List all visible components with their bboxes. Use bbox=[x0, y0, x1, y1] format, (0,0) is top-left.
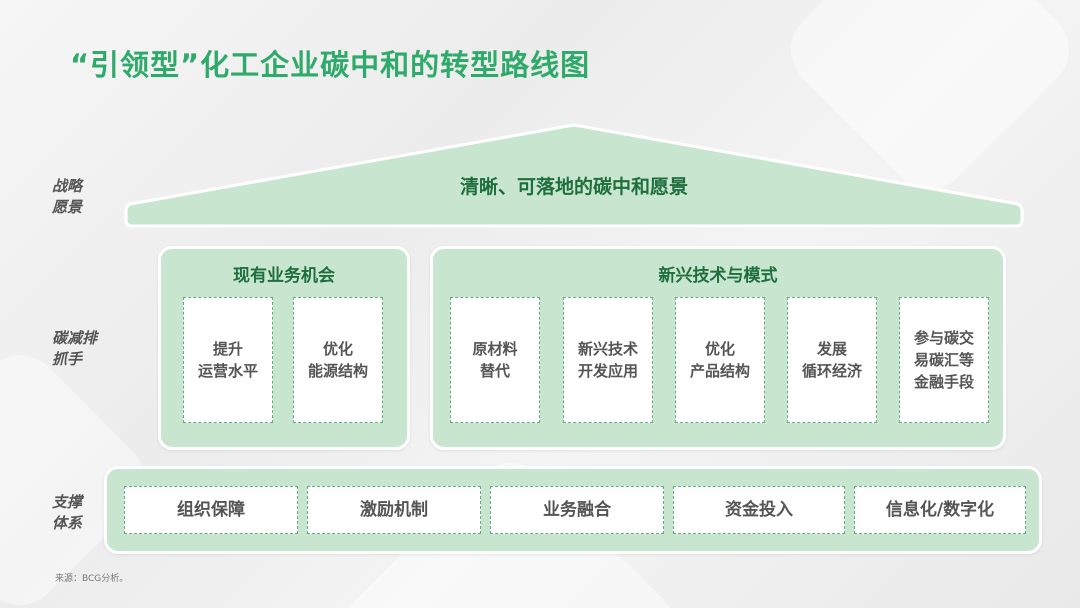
card-text: 信息化/数字化 bbox=[885, 500, 995, 520]
label-carbon-levers: 碳减排 抓手 bbox=[52, 328, 112, 370]
card-text: 提升 运营水平 bbox=[197, 340, 258, 380]
card-text: 新兴技术 开发应用 bbox=[577, 340, 638, 380]
card-raw-material: 原材料 替代 bbox=[450, 297, 540, 423]
card-text: 参与碳交 易碳汇等 金融手段 bbox=[913, 329, 974, 391]
card-text: 组织保障 bbox=[177, 500, 245, 520]
card-text: 原材料 替代 bbox=[472, 340, 518, 380]
card-text: 激励机制 bbox=[360, 500, 428, 520]
label-text: 支撑 体系 bbox=[52, 493, 83, 532]
card-text: 优化 产品结构 bbox=[689, 340, 750, 380]
panel-title: 现有业务机会 bbox=[233, 266, 335, 286]
card-text: 发展 循环经济 bbox=[801, 340, 862, 380]
card-funding: 资金投入 bbox=[673, 486, 845, 534]
strategic-vision-text: 清晰、可落地的碳中和愿景 bbox=[459, 176, 688, 198]
card-energy-structure: 优化 能源结构 bbox=[293, 297, 383, 423]
card-circular-economy: 发展 循环经济 bbox=[787, 297, 877, 423]
card-product-structure: 优化 产品结构 bbox=[675, 297, 765, 423]
card-incentive: 激励机制 bbox=[307, 486, 481, 534]
card-organization: 组织保障 bbox=[124, 486, 298, 534]
label-text: 碳减排 抓手 bbox=[52, 329, 98, 368]
card-business-integration: 业务融合 bbox=[490, 486, 664, 534]
label-support-system: 支撑 体系 bbox=[52, 492, 112, 534]
card-operations: 提升 运营水平 bbox=[183, 297, 273, 423]
card-carbon-finance: 参与碳交 易碳汇等 金融手段 bbox=[899, 297, 989, 423]
label-strategic-vision: 战略 愿景 bbox=[52, 176, 112, 218]
page-title: “引领型”化工企业碳中和的转型路线图 bbox=[70, 48, 591, 82]
label-text: 战略 愿景 bbox=[52, 177, 83, 216]
card-text: 业务融合 bbox=[543, 500, 611, 520]
card-new-tech: 新兴技术 开发应用 bbox=[563, 297, 653, 423]
roof-strategic-vision bbox=[124, 123, 1024, 228]
source-note: 来源：BCG分析。 bbox=[55, 574, 129, 584]
panel-title: 新兴技术与模式 bbox=[658, 266, 778, 286]
card-digitalization: 信息化/数字化 bbox=[854, 486, 1026, 534]
card-text: 资金投入 bbox=[725, 500, 793, 520]
card-text: 优化 能源结构 bbox=[307, 340, 368, 380]
